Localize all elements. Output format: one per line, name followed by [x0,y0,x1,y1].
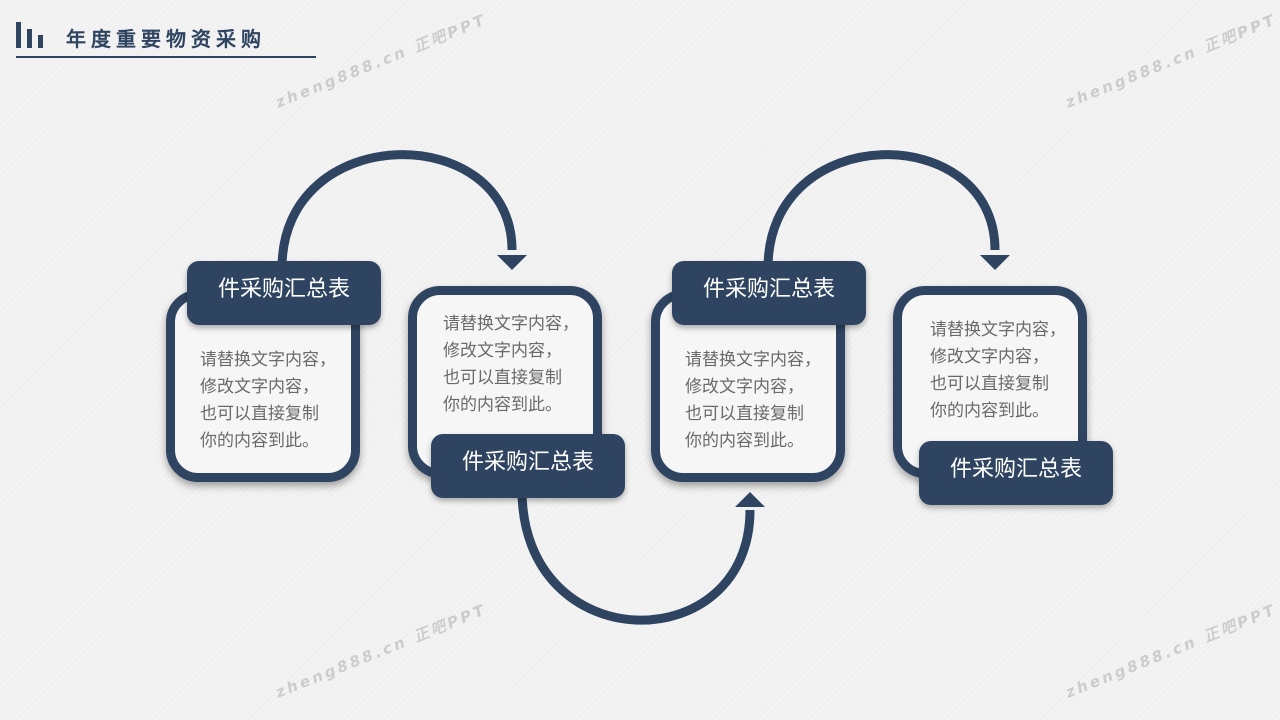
arc-arrow-1 [277,150,517,269]
page-title: 年度重要物资采购 [66,27,266,51]
step-2-label: 件采购汇总表 [431,434,625,498]
arrow-head-1 [497,255,527,270]
step-1-text: 请替换文字内容， 修改文字内容， 也可以直接复制 你的内容到此。 [200,350,336,451]
step-1-label: 件采购汇总表 [187,261,381,325]
step-2-text: 请替换文字内容， 修改文字内容， 也可以直接复制 你的内容到此。 [443,314,579,415]
arrow-head-2 [735,492,765,507]
step-4-label: 件采购汇总表 [919,441,1113,505]
step-3-text: 请替换文字内容， 修改文字内容， 也可以直接复制 你的内容到此。 [685,350,821,451]
step-3-label: 件采购汇总表 [672,261,866,325]
arc-arrow-3 [763,150,1000,269]
step-4-text: 请替换文字内容， 修改文字内容， 也可以直接复制 你的内容到此。 [930,320,1066,421]
arc-arrow-2 [517,489,755,625]
arrow-head-3 [980,255,1010,270]
bar-chart-icon [16,22,46,48]
title-underline [16,56,316,58]
page-header: 年度重要物资采购 [16,18,316,58]
